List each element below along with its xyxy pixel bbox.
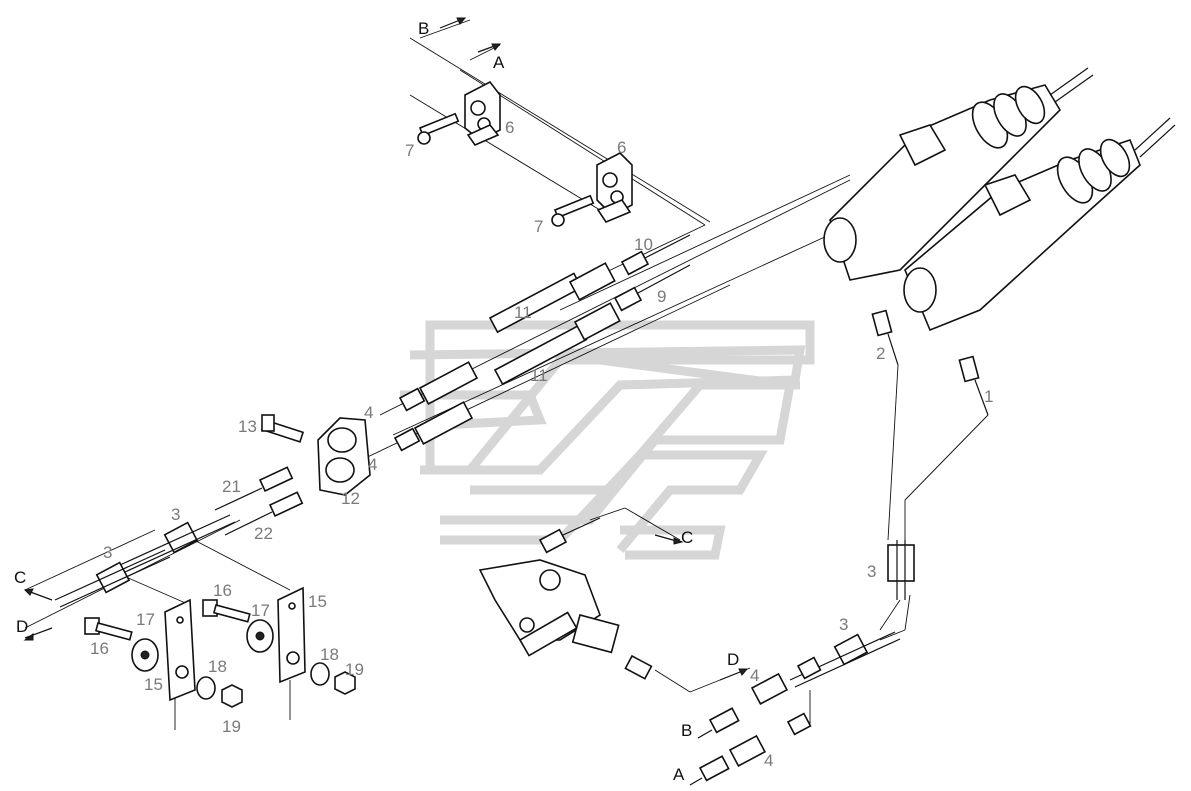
bolt-7-top (417, 112, 460, 145)
part-number-4-right-lower: 4 (764, 751, 773, 770)
label-letter-B-top: B (418, 19, 429, 38)
plate-15-right (277, 586, 306, 684)
part-number-4-lower: 4 (368, 455, 377, 474)
fitting-9 (613, 264, 691, 312)
clip-3-left-upper (119, 514, 236, 573)
part-number-15-right: 15 (308, 592, 327, 611)
clip-3-left-lower (54, 549, 171, 608)
fitting-B-end (697, 707, 740, 739)
fitting-A-end (689, 755, 730, 786)
leader-lines (24, 19, 989, 730)
clip-3-right-lower (789, 631, 901, 688)
fitting-2 (871, 309, 899, 366)
part-number-11-lower: 11 (530, 366, 548, 385)
part-number-10: 10 (634, 235, 653, 254)
hose-11-upper (488, 262, 616, 334)
part-number-3-right-lower: 3 (839, 615, 848, 634)
part-number-22: 22 (254, 524, 273, 543)
washer-17-left (131, 638, 159, 672)
nut-18-left (196, 676, 216, 700)
part-number-1: 1 (984, 387, 993, 406)
part-number-18-right: 18 (320, 645, 339, 664)
part-number-3-left-upper: 3 (171, 505, 180, 524)
part-number-2: 2 (876, 344, 885, 363)
watermark-logo (400, 320, 815, 560)
part-number-21: 21 (222, 477, 241, 496)
part-number-4-upper: 4 (364, 403, 373, 422)
bolt-13 (260, 414, 305, 443)
part-number-17-right: 17 (251, 601, 270, 620)
master-cylinder-upper (823, 67, 1094, 281)
part-number-15-left: 15 (144, 675, 163, 694)
fitting-4-right-upper (750, 656, 822, 705)
union-block-12 (317, 417, 371, 496)
plate-15-left (164, 598, 196, 702)
nut-19-right (334, 671, 356, 695)
bolt-16-right (202, 599, 251, 623)
part-number-16-right: 16 (213, 581, 232, 600)
label-letter-D-center: D (727, 650, 739, 669)
part-number-18-left: 18 (208, 657, 227, 676)
part-number-4-right-upper: 4 (750, 666, 759, 685)
part-number-17-left: 17 (136, 610, 155, 629)
nut-18-right (310, 662, 330, 686)
label-letter-B-bottom: B (681, 721, 692, 740)
part-number-6-middle: 6 (617, 138, 626, 157)
arrow-A-top (477, 43, 502, 53)
washer-17-right (246, 619, 274, 653)
bolt-7-middle (551, 194, 595, 227)
label-letter-C-left: C (14, 568, 26, 587)
nut-19-left (221, 684, 243, 708)
arrow-C-center (654, 534, 684, 545)
part-number-13: 13 (238, 417, 257, 436)
valve-body (478, 559, 620, 657)
part-number-11-upper: 11 (514, 303, 532, 322)
part-number-7-top: 7 (405, 141, 414, 160)
label-letter-D-left: D (16, 617, 28, 636)
master-cylinder-lower (903, 117, 1176, 332)
fitting-21 (214, 466, 294, 511)
clamp-bracket-top (464, 80, 501, 146)
part-number-19-right: 19 (345, 660, 364, 679)
part-number-6-top: 6 (505, 118, 514, 137)
fitting-1 (958, 355, 989, 416)
label-letter-C-center: C (681, 528, 693, 547)
part-number-9: 9 (657, 287, 666, 306)
part-number-7-middle: 7 (534, 217, 543, 236)
arrow-C-left (23, 588, 53, 601)
part-number-3-left-lower: 3 (103, 543, 112, 562)
arrow-B-top (439, 17, 467, 29)
fitting-center-bottom (624, 654, 653, 680)
label-letter-A-top: A (493, 53, 505, 72)
hose-upper-short (398, 361, 479, 412)
clip-3-right-upper (887, 540, 915, 600)
label-letter-A-bottom: A (673, 765, 685, 784)
fitting-10 (620, 234, 691, 276)
hose-lower-short (393, 401, 474, 452)
fitting-4-right-lower (728, 712, 812, 767)
part-number-16-left: 16 (90, 639, 109, 658)
arrow-D-center (719, 668, 749, 681)
hose-11-lower (493, 302, 621, 386)
part-number-3-right-upper: 3 (867, 562, 876, 581)
part-number-19-left: 19 (222, 717, 241, 736)
clamp-bracket-middle (596, 152, 633, 223)
arrow-D-left (23, 627, 53, 641)
fitting-22 (224, 491, 304, 536)
part-number-12: 12 (341, 489, 360, 508)
fitting-center-top (538, 517, 601, 554)
bolt-16-left (84, 617, 133, 641)
